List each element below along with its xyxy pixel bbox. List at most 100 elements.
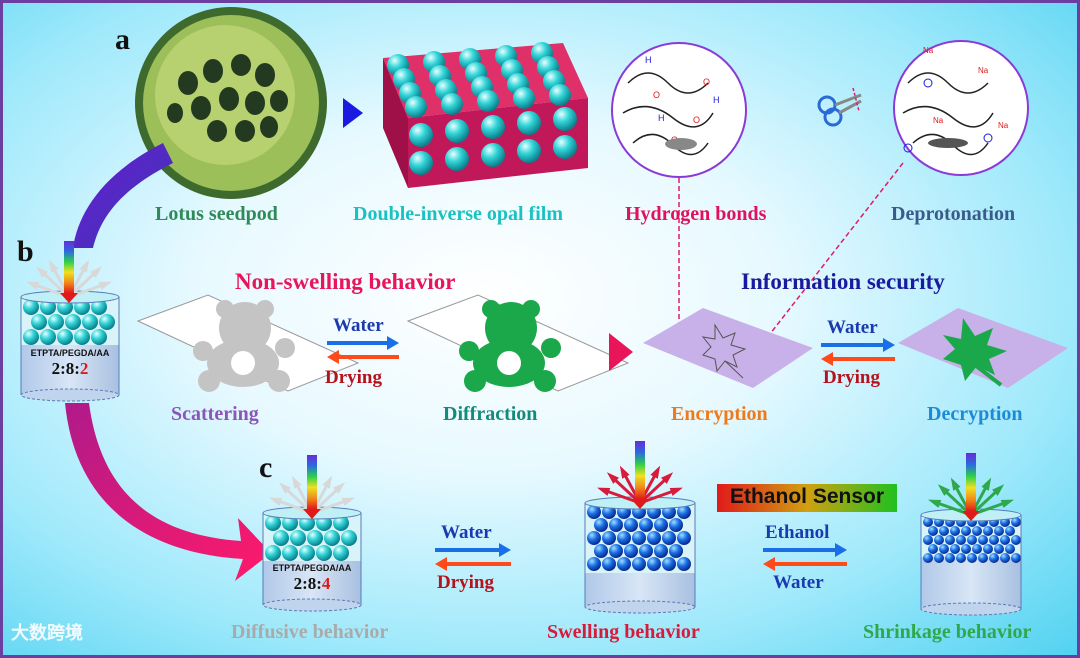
svg-text:O: O xyxy=(653,90,660,100)
film-sphere xyxy=(961,526,971,536)
film-sphere xyxy=(609,518,623,532)
film-cylinder-b xyxy=(20,241,120,402)
light-beam xyxy=(635,441,645,499)
film-cylinder-c xyxy=(262,455,362,612)
film-sphere xyxy=(923,517,933,527)
film-sphere xyxy=(273,530,289,546)
reflected-ray-tip xyxy=(278,482,291,494)
film-sphere xyxy=(632,557,646,571)
ratio-b-last: 2 xyxy=(79,359,89,378)
reflected-ray-tip xyxy=(928,499,942,508)
light-beam xyxy=(64,241,74,293)
film-sphere xyxy=(265,515,281,531)
cylinder-bottom xyxy=(584,600,696,614)
reverse-arrow-tip xyxy=(435,557,447,571)
curved-arrow-a-b xyxy=(73,143,173,248)
label-water: Water xyxy=(441,522,492,543)
opal-sphere xyxy=(517,111,541,135)
film-sphere xyxy=(341,530,357,546)
film-sphere xyxy=(1005,526,1015,536)
light-beam-tip xyxy=(631,499,649,509)
film-sphere xyxy=(1011,553,1021,563)
film-sphere xyxy=(677,557,691,571)
film-sphere xyxy=(282,545,298,561)
film-sphere xyxy=(669,544,683,558)
film-sphere xyxy=(324,530,340,546)
opal-sphere xyxy=(409,123,433,147)
film-sphere xyxy=(333,515,349,531)
film-sphere xyxy=(23,329,39,345)
panel-letter-c: c xyxy=(259,451,273,484)
film-sphere xyxy=(934,535,944,545)
ethanol-sensor-label: Ethanol Sensor xyxy=(729,485,885,508)
reflected-ray-tip xyxy=(669,487,683,496)
film-sphere xyxy=(956,553,966,563)
reflected-ray-tip xyxy=(269,497,283,506)
film-sphere xyxy=(989,553,999,563)
film-sphere xyxy=(994,544,1004,554)
ethanol-sensor-bar xyxy=(717,484,897,512)
light-beam-tip xyxy=(60,293,78,303)
film-sphere xyxy=(594,544,608,558)
reverse-arrow xyxy=(339,355,399,359)
opal-film-block xyxy=(383,42,588,188)
film-sphere xyxy=(316,545,332,561)
film-sphere xyxy=(945,535,955,545)
film-sphere xyxy=(74,329,90,345)
reverse-arrow xyxy=(447,562,511,566)
reflected-ray-tip xyxy=(992,484,1005,496)
film-sphere xyxy=(91,299,107,315)
curved-arrow-b-c xyxy=(65,403,271,581)
film-sphere xyxy=(939,526,949,536)
film-sphere xyxy=(587,557,601,571)
svg-text:H: H xyxy=(658,113,665,123)
caption-lotus-seedpod: Lotus seedpod xyxy=(155,203,278,225)
forward-arrow xyxy=(821,343,883,347)
film-sphere xyxy=(647,531,661,545)
film-sphere xyxy=(48,314,64,330)
opal-sphere xyxy=(481,115,505,139)
reflected-ray-tip xyxy=(619,465,630,479)
opal-sphere xyxy=(445,147,469,171)
reflected-ray-tip xyxy=(650,465,661,479)
film-sphere xyxy=(945,553,955,563)
film-sphere xyxy=(1011,535,1021,545)
film-sphere xyxy=(307,530,323,546)
opal-sphere xyxy=(553,107,577,131)
reflected-ray-tip xyxy=(35,266,48,278)
film-sphere xyxy=(654,518,668,532)
film-sphere xyxy=(677,531,691,545)
ratio-c-prefix: 2:8: xyxy=(293,574,322,593)
panel-letter-b: b xyxy=(17,235,34,268)
panel-letter-a: a xyxy=(115,23,130,56)
heading-information-security: Information security xyxy=(741,269,945,294)
film-sphere xyxy=(602,531,616,545)
reverse-arrow-tip xyxy=(821,352,833,366)
cylinder-bottom xyxy=(262,598,362,612)
watermark: 大数跨境 xyxy=(11,623,83,644)
reflected-ray-tip xyxy=(597,487,611,496)
caption-diffraction: Diffraction xyxy=(443,403,538,425)
svg-text:O: O xyxy=(693,115,700,125)
reflected-ray-tip xyxy=(291,475,302,489)
forward-arrow xyxy=(763,548,835,552)
film-sphere xyxy=(961,544,971,554)
reverse-arrow xyxy=(833,357,895,361)
film-sphere xyxy=(299,545,315,561)
film-sphere xyxy=(967,553,977,563)
light-beam-tip xyxy=(303,509,321,519)
encryption-leaf-card xyxy=(643,308,813,388)
light-beam xyxy=(307,455,317,509)
caption-deprotonation: Deprotonation xyxy=(891,203,1016,225)
film-sphere xyxy=(594,518,608,532)
scattering-bear-card xyxy=(136,294,360,392)
forward-arrow-tip xyxy=(387,336,399,350)
svg-text:H: H xyxy=(645,55,652,65)
opal-sphere xyxy=(405,96,427,118)
label-drying: Drying xyxy=(325,367,382,388)
opal-sphere xyxy=(553,135,577,159)
label-drying: Drying xyxy=(823,367,880,388)
cylinder-bottom xyxy=(20,388,120,402)
